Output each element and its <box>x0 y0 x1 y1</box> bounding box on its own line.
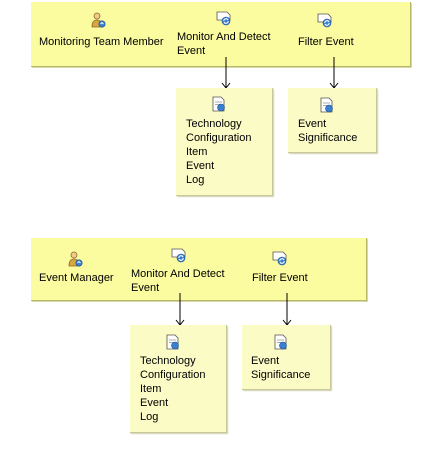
document-icon <box>166 334 179 350</box>
document-icon <box>320 97 333 113</box>
artifact-line: Log <box>186 174 205 186</box>
task-cycle-icon <box>317 13 332 28</box>
artifact-line: Technology <box>186 118 242 130</box>
artifact-line: Event <box>186 160 215 172</box>
activity-label: Monitor And Detect Event <box>131 268 225 294</box>
role-label: Event Manager <box>39 272 114 284</box>
artifact-lines: Technology Configuration Item Event Log <box>140 354 205 424</box>
artifact-box-left <box>130 325 227 433</box>
connector-arrow <box>221 57 231 89</box>
artifact-line: Significance <box>298 132 358 144</box>
role-label: Monitoring Team Member <box>39 36 164 48</box>
connector-arrow <box>282 293 292 326</box>
artifact-lines: Event Significance <box>298 117 357 145</box>
artifact-line: Event <box>251 355 280 367</box>
document-icon <box>212 96 225 112</box>
artifact-box-right <box>288 88 377 153</box>
task-cycle-icon <box>272 251 287 266</box>
diagram-2-header-band <box>31 238 367 301</box>
artifact-line: Event <box>140 397 169 409</box>
person-role-icon <box>68 251 83 267</box>
artifact-lines: Technology Configuration Item Event Log <box>186 117 251 187</box>
artifact-line: Event <box>298 118 327 130</box>
artifact-line: Technology <box>140 355 196 367</box>
artifact-line: Log <box>140 411 159 423</box>
artifact-line: Configuration <box>186 132 252 144</box>
artifact-box-right <box>242 325 331 390</box>
person-role-icon <box>91 12 106 28</box>
connector-arrow <box>175 293 185 326</box>
artifact-line: Item <box>140 383 162 395</box>
artifact-lines: Event Significance <box>251 354 310 382</box>
document-icon <box>274 334 287 350</box>
artifact-line: Configuration <box>140 369 206 381</box>
task-cycle-icon <box>171 248 186 263</box>
connector-arrow <box>329 57 339 89</box>
filter-label: Filter Event <box>298 36 354 48</box>
artifact-line: Item <box>186 146 208 158</box>
task-cycle-icon <box>216 11 231 26</box>
artifact-line: Significance <box>251 369 311 381</box>
activity-label: Monitor And Detect Event <box>177 31 271 57</box>
filter-label: Filter Event <box>252 272 308 284</box>
artifact-box-left <box>176 88 273 196</box>
